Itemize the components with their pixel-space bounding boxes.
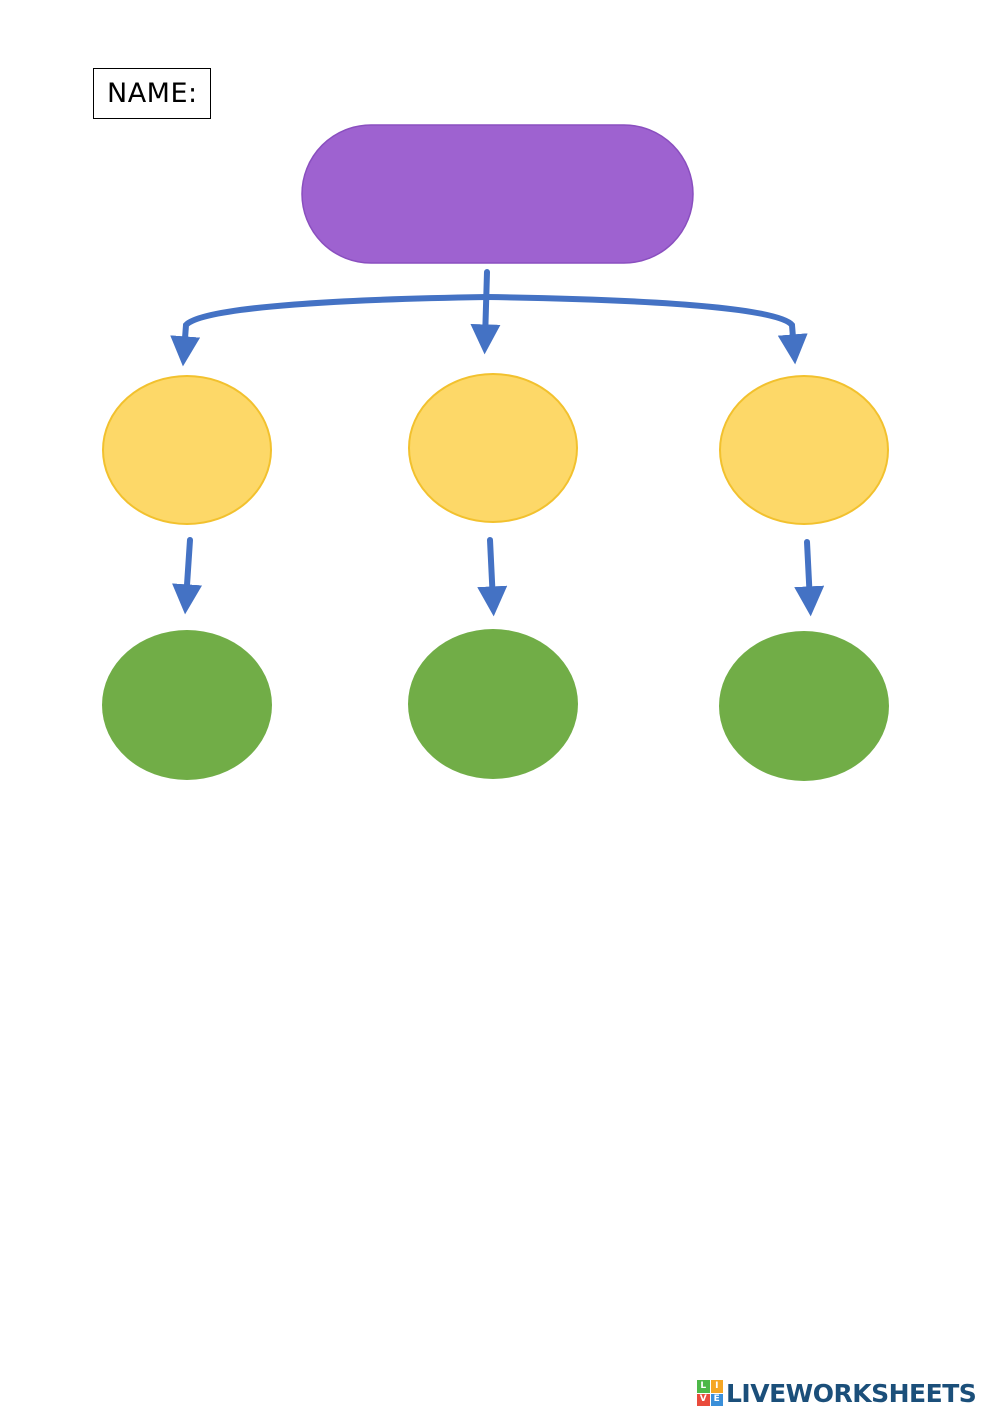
liveworksheets-logo-mark-icon: L I V E bbox=[697, 1380, 723, 1406]
level1-node-2[interactable] bbox=[408, 373, 578, 523]
level2-node-2[interactable] bbox=[408, 629, 578, 779]
level1-node-1[interactable] bbox=[102, 375, 272, 525]
connector-arrow-level1-2 bbox=[477, 537, 508, 617]
name-field[interactable]: NAME: bbox=[93, 68, 211, 119]
level2-node-1[interactable] bbox=[102, 630, 272, 780]
connector-arrow-level1-1 bbox=[172, 537, 203, 615]
level1-node-3[interactable] bbox=[719, 375, 889, 525]
connector-arrow-level1-3 bbox=[794, 539, 825, 617]
logo-mark-letter: I bbox=[710, 1380, 723, 1393]
name-label: NAME: bbox=[107, 78, 198, 109]
logo-text: LIVEWORKSHEETS bbox=[726, 1378, 977, 1408]
logo-mark-letter: L bbox=[697, 1380, 710, 1393]
logo-mark-letter: E bbox=[710, 1393, 723, 1406]
level2-node-3[interactable] bbox=[719, 631, 889, 781]
root-node[interactable] bbox=[301, 124, 694, 264]
logo-mark-letter: V bbox=[697, 1393, 710, 1406]
concept-map-diagram bbox=[102, 124, 889, 781]
connector-arrow-root-left bbox=[170, 294, 490, 367]
connector-arrow-root-right bbox=[484, 294, 808, 365]
connector-arrow-root-middle bbox=[470, 269, 501, 355]
liveworksheets-logo: L I V E LIVEWORKSHEETS bbox=[697, 1378, 977, 1408]
